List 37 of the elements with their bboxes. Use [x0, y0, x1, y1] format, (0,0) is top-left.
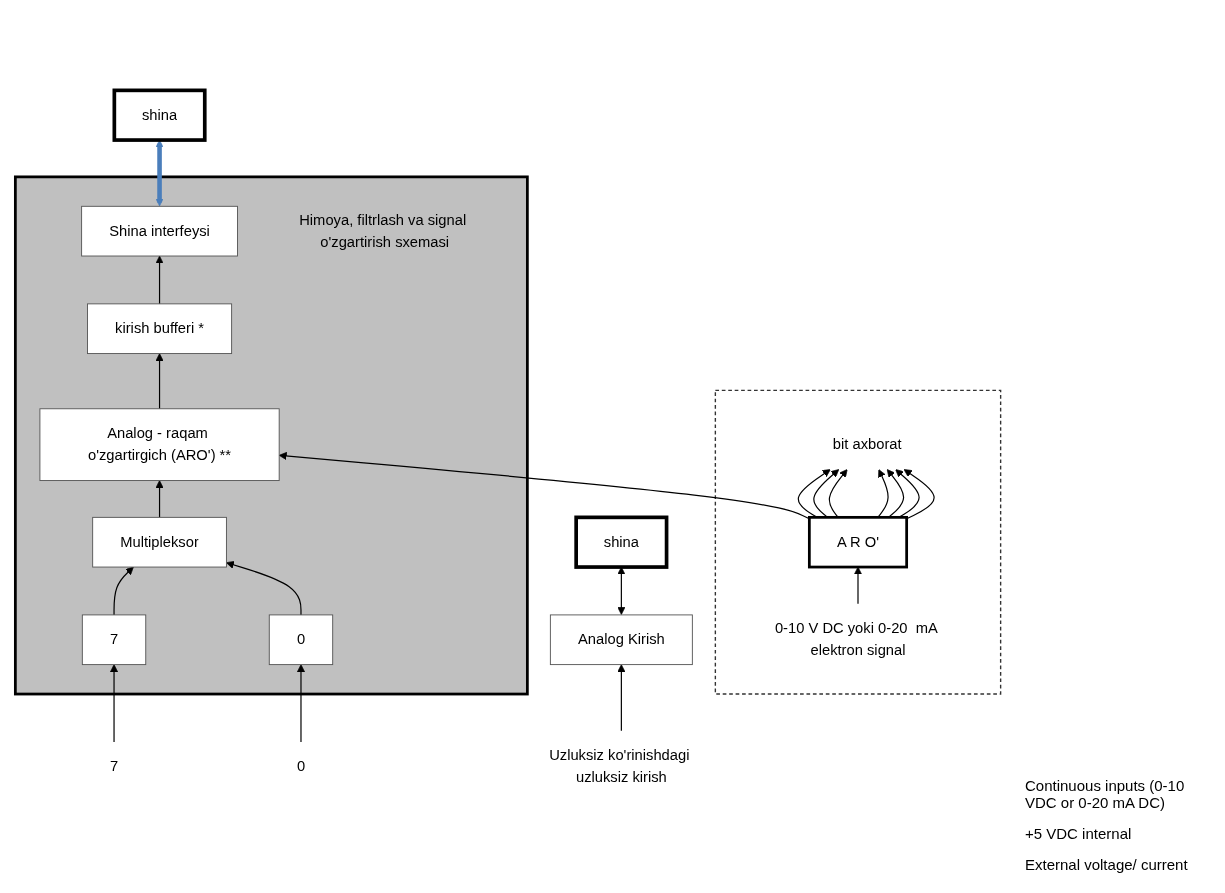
node-box: shina [573, 515, 668, 569]
node-box: A R O' [807, 516, 908, 569]
arrow [616, 664, 625, 732]
arrow [812, 469, 839, 518]
node-box: Shina interfeysi [80, 205, 238, 257]
node-text: 7 [109, 758, 118, 775]
node-text: Uzluksiz ko'rinishdagi uzluksiz kirish [548, 747, 689, 786]
node-box: Analog - raqam o'zgartirgich (ARO') ** [38, 408, 280, 481]
note-label: Continuous inputs (0-10 VDC or 0-20 mA DC) [1025, 777, 1186, 811]
note-label: External voltage/ current [1025, 856, 1189, 873]
node-box: 0 [268, 614, 333, 666]
arrow [797, 469, 831, 518]
arrow [155, 255, 164, 305]
arrow [828, 469, 848, 518]
node-box: 7 [81, 614, 146, 666]
arrow [155, 480, 164, 518]
node-box: Multipleksor [91, 516, 227, 568]
arrow [112, 566, 134, 616]
arrow [296, 664, 305, 743]
arrow [278, 451, 810, 520]
node-text: Himoya, filtrlash va signal o'zgartirish sxemasi [298, 211, 466, 250]
node-box: Analog Kirish [549, 614, 693, 666]
arrow [225, 560, 302, 616]
arrow [886, 469, 904, 518]
arrow [109, 664, 118, 743]
node-text: 0-10 V DC yoki 0-20 mA elektron signal [774, 620, 937, 659]
node-text: bit axborat [832, 436, 902, 453]
arrow [894, 469, 920, 518]
cluster [13, 175, 529, 696]
arrow [155, 353, 164, 410]
note-label: +5 VDC internal [1025, 825, 1133, 842]
arrow [876, 469, 889, 518]
node-box: shina [112, 88, 207, 142]
node-box: kirish bufferi * [86, 303, 232, 354]
arrow [903, 469, 935, 520]
node-text: 0 [296, 758, 305, 775]
cluster [714, 389, 1001, 695]
